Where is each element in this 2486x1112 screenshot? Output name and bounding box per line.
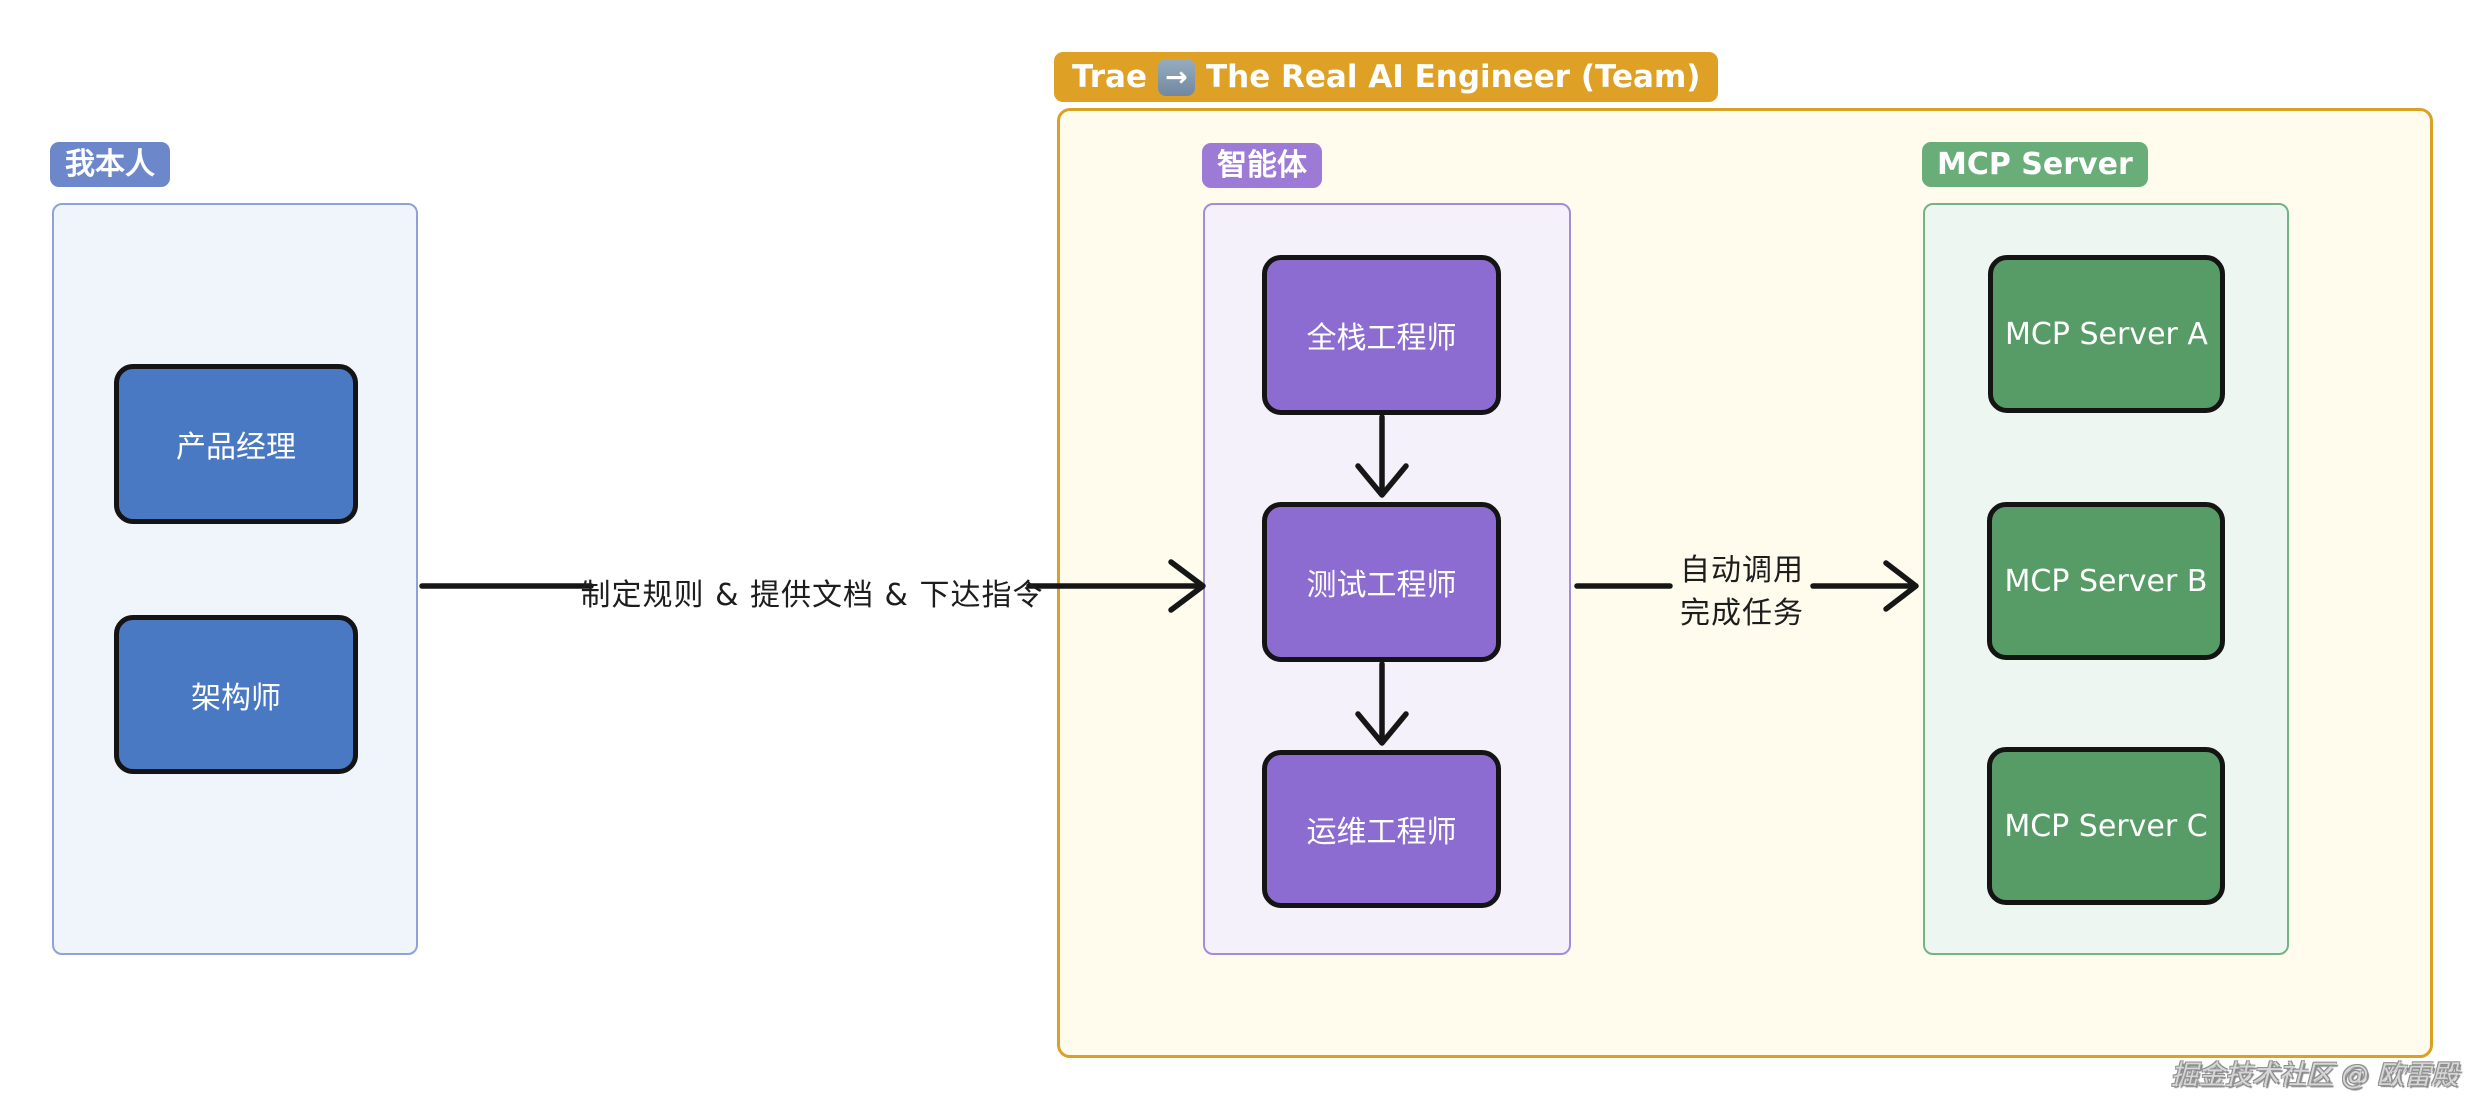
node-mcp-server-c: MCP Server C [1987,747,2225,905]
node-product-manager: 产品经理 [114,364,358,524]
edge-agents-to-mcp-label: 自动调用 完成任务 [1680,549,1804,635]
edge-agents-to-mcp-label-line2: 完成任务 [1680,596,1804,631]
label-me: 我本人 [50,142,170,187]
title-left: Trae [1072,59,1147,95]
node-architect: 架构师 [114,615,358,774]
title-right: The Real AI Engineer (Team) [1205,59,1701,95]
node-mcp-server-b: MCP Server B [1987,502,2225,660]
node-ops-engineer: 运维工程师 [1262,750,1501,908]
edge-me-to-agents-label: 制定规则 & 提供文档 & 下达指令 [580,578,1044,613]
node-fullstack-engineer: 全栈工程师 [1262,255,1501,415]
label-mcp-server: MCP Server [1922,142,2148,187]
watermark: 掘金技术社区 @ 欧雷殿 [2170,1060,2458,1091]
node-test-engineer: 测试工程师 [1262,502,1501,662]
edge-agents-to-mcp-label-line1: 自动调用 [1680,553,1804,588]
arrow-right-emoji: → [1157,58,1195,96]
label-agents: 智能体 [1202,143,1322,188]
arrow-right-glyph: → [1165,61,1188,93]
me-container [52,203,418,955]
title-badge: Trae → The Real AI Engineer (Team) [1054,52,1719,102]
node-mcp-server-a: MCP Server A [1988,255,2225,413]
